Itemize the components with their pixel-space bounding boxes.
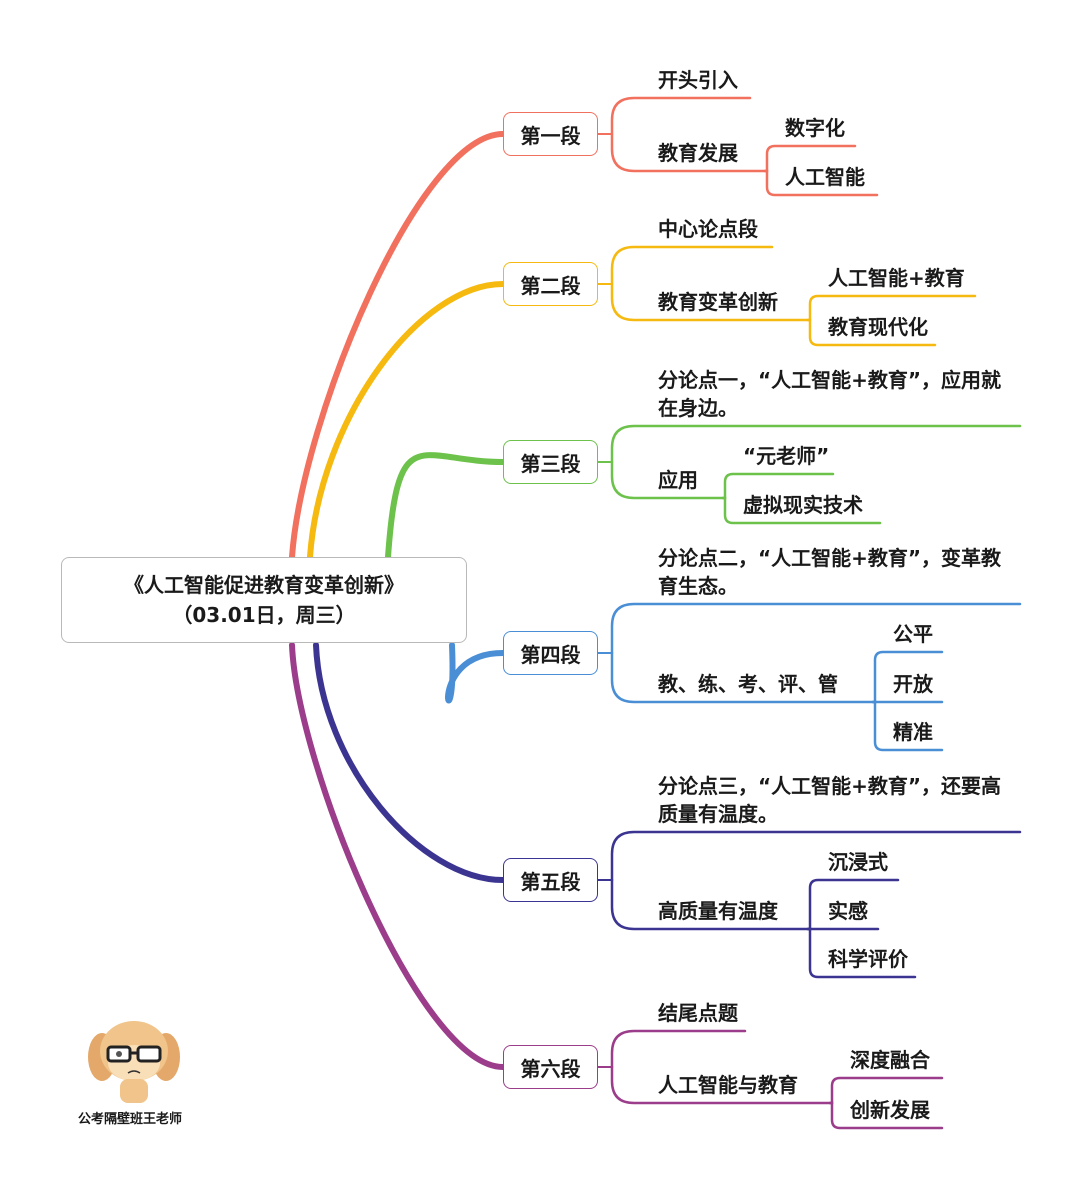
sub-topic[interactable]: 教育现代化 — [828, 315, 928, 339]
sub-topic[interactable]: 科学评价 — [828, 947, 908, 971]
child-topic[interactable]: 高质量有温度 — [658, 897, 778, 925]
sub-topic[interactable]: 人工智能 — [785, 165, 865, 189]
child-topic[interactable]: 教、练、考、评、管 — [658, 670, 838, 698]
child-connector — [610, 245, 774, 286]
sub-topic[interactable]: 创新发展 — [850, 1098, 930, 1122]
child-connector — [610, 424, 1022, 464]
root-topic[interactable]: 《人工智能促进教育变革创新》（03.01日，周三） — [61, 557, 467, 643]
child-topic-line: 结尾点题 — [658, 1001, 738, 1025]
sub-topic[interactable]: 虚拟现实技术 — [743, 493, 863, 517]
branch-node-4[interactable]: 第四段 — [503, 631, 598, 675]
branch-connector-4 — [445, 642, 506, 704]
sub-connector — [806, 927, 917, 979]
sub-topic[interactable]: 精准 — [893, 720, 933, 744]
child-topic[interactable]: 结尾点题 — [658, 999, 738, 1027]
child-connector — [610, 132, 767, 173]
sub-connector — [721, 472, 835, 500]
child-topic-line: 开头引入 — [658, 68, 738, 92]
child-topic-line: 分论点二，“人工智能+教育”，变革教 — [658, 546, 1002, 570]
sub-connector — [828, 1101, 944, 1130]
sub-connector — [871, 700, 944, 752]
child-topic-line: 教育变革创新 — [658, 290, 778, 314]
mascot-dog-icon — [88, 1021, 180, 1103]
branch-connector-5 — [313, 642, 506, 883]
child-topic-line: 分论点三，“人工智能+教育”，还要高 — [658, 774, 1002, 798]
child-connector — [610, 830, 1022, 882]
branch-node-3[interactable]: 第三段 — [503, 440, 598, 484]
watermark-text: 公考隔壁班王老师 — [78, 1112, 183, 1127]
child-topic-line: 中心论点段 — [658, 217, 758, 241]
branch-node-6[interactable]: 第六段 — [503, 1045, 598, 1089]
sub-connector — [763, 169, 879, 197]
branch-node-2[interactable]: 第二段 — [503, 262, 598, 306]
child-topic-line: 教育发展 — [658, 141, 738, 165]
child-connector — [610, 602, 1022, 655]
child-topic-line: 人工智能与教育 — [658, 1073, 798, 1097]
sub-connector — [871, 650, 944, 704]
branch-node-5[interactable]: 第五段 — [503, 858, 598, 902]
child-topic-line: 在身边。 — [658, 396, 738, 420]
sub-topic[interactable]: 实感 — [828, 899, 868, 923]
child-connector — [610, 651, 875, 704]
sub-connector — [806, 294, 977, 322]
sub-topic[interactable]: 沉浸式 — [828, 850, 888, 874]
child-topic[interactable]: 教育变革创新 — [658, 288, 778, 316]
sub-connector — [721, 496, 882, 525]
child-topic[interactable]: 中心论点段 — [658, 215, 758, 243]
child-topic[interactable]: 教育发展 — [658, 139, 738, 167]
child-topic-line: 应用 — [658, 468, 698, 492]
child-connector — [610, 1029, 747, 1069]
root-topic-title: 《人工智能促进教育变革创新》（03.01日，周三） — [124, 573, 404, 627]
branch-connector-1 — [289, 131, 506, 560]
child-topic[interactable]: 分论点三，“人工智能+教育”，还要高质量有温度。 — [658, 772, 1001, 828]
child-topic[interactable]: 开头引入 — [658, 66, 738, 94]
sub-topic[interactable]: 公平 — [893, 622, 933, 646]
child-connector — [610, 460, 725, 500]
sub-topic[interactable]: 深度融合 — [850, 1048, 930, 1072]
branch-connector-3 — [385, 452, 506, 560]
child-topic-line: 质量有温度。 — [658, 802, 778, 826]
sub-connector — [763, 144, 857, 173]
child-topic-line: 分论点一，“人工智能+教育”，应用就 — [658, 368, 1002, 392]
sub-connector — [806, 318, 937, 347]
child-topic[interactable]: 分论点二，“人工智能+教育”，变革教育生态。 — [658, 544, 1001, 600]
branch-connector-2 — [307, 281, 506, 560]
child-topic-line: 教、练、考、评、管 — [658, 672, 838, 696]
sub-connector — [828, 1076, 944, 1105]
child-topic[interactable]: 分论点一，“人工智能+教育”，应用就在身边。 — [658, 366, 1001, 422]
child-topic-line: 育生态。 — [658, 574, 738, 598]
child-topic[interactable]: 应用 — [658, 466, 698, 494]
branch-node-1[interactable]: 第一段 — [503, 112, 598, 156]
sub-topic[interactable]: 数字化 — [785, 116, 845, 140]
child-connector — [610, 96, 752, 136]
child-connector — [610, 1065, 832, 1105]
sub-topic[interactable]: 人工智能+教育 — [828, 266, 965, 290]
sub-connector — [806, 878, 900, 931]
child-topic-line: 高质量有温度 — [658, 899, 778, 923]
child-topic[interactable]: 人工智能与教育 — [658, 1071, 798, 1099]
sub-topic[interactable]: 开放 — [893, 672, 933, 696]
branch-connector-6 — [289, 642, 506, 1070]
child-connector — [610, 878, 810, 931]
sub-topic[interactable]: “元老师” — [743, 444, 830, 468]
child-connector — [610, 282, 810, 322]
